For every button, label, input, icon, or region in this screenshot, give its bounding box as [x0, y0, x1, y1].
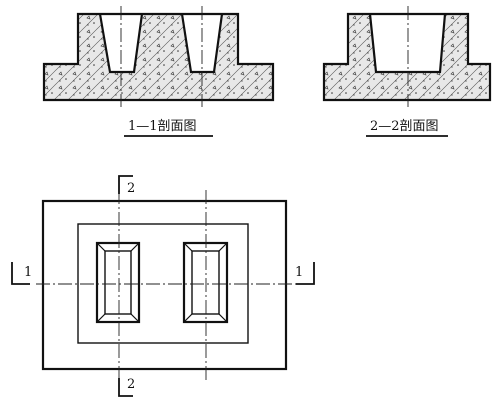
section-1-1-body [42, 12, 275, 102]
section-2-2-caption: 2—2剖面图 [370, 119, 439, 134]
plan-socket-right-inner [191, 250, 220, 315]
plan-cap-outline [77, 223, 249, 344]
plan-socket-right-corner [183, 242, 193, 252]
section-1-1-caption: 1—1剖面图 [128, 119, 197, 134]
plan-socket-left [95, 241, 141, 324]
plan-view: 2 2 1 1 [11, 175, 315, 397]
section-2-2: 2—2剖面图 [322, 6, 492, 137]
plan-base-outline [41, 199, 288, 371]
cut-mark-top [118, 175, 133, 194]
plan-socket-right [182, 241, 229, 324]
plan-socket-left-outer [95, 241, 141, 324]
cut-label-top: 2 [127, 181, 135, 196]
cut-mark-bottom [118, 378, 133, 397]
cut-mark-right [296, 262, 315, 285]
plan-socket-left-corner [96, 242, 106, 252]
plan-socket-left-corner [130, 313, 140, 323]
plan-socket-left-corner [130, 242, 140, 252]
cut-mark-left [11, 262, 30, 285]
plan-socket-right-corner [183, 313, 193, 323]
plan-socket-right-corner [218, 313, 228, 323]
plan-socket-right-outer [182, 241, 229, 324]
plan-socket-left-corner [96, 313, 106, 323]
cut-label-bottom: 2 [127, 377, 135, 392]
plan-socket-left-inner [104, 250, 132, 315]
section-1-1: 1—1剖面图 [42, 6, 275, 137]
section-2-2-body [322, 12, 492, 102]
plan-socket-right-corner [218, 242, 228, 252]
cut-label-left: 1 [24, 265, 32, 280]
cut-label-right: 1 [295, 265, 303, 280]
